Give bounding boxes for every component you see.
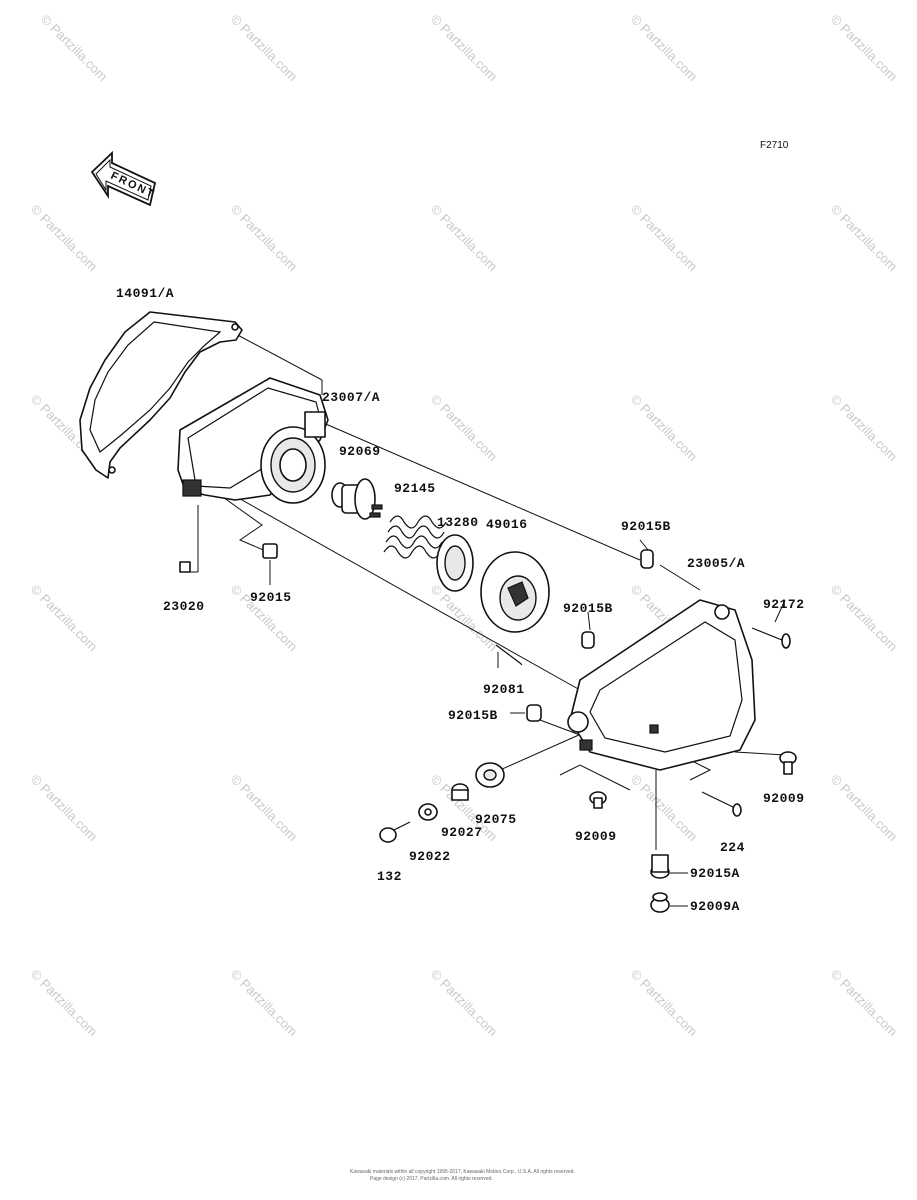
watermark: © Partzilla.com <box>828 582 901 655</box>
part-label: 92172 <box>763 597 805 612</box>
part-label: 224 <box>720 840 745 855</box>
watermark: © Partzilla.com <box>228 967 301 1040</box>
watermark: © Partzilla.com <box>828 772 901 845</box>
part-label: 92145 <box>394 481 436 496</box>
part-label: 92027 <box>441 825 483 840</box>
figure-code: F2710 <box>760 140 789 151</box>
footer-copyright: Kawasaki materials within all copyright … <box>350 1169 575 1175</box>
part-23005-case <box>567 599 756 771</box>
part-label: 92009 <box>763 791 805 806</box>
watermark: © Partzilla.com <box>428 12 501 85</box>
part-label: 92022 <box>409 849 451 864</box>
watermark: © Partzilla.com <box>28 967 101 1040</box>
part-92009-screw-right <box>779 751 797 775</box>
watermark: © Partzilla.com <box>628 392 701 465</box>
part-label: 92009 <box>575 829 617 844</box>
part-label: 92081 <box>483 682 525 697</box>
part-label: 92009A <box>690 899 740 914</box>
part-92015-clip <box>262 543 278 559</box>
footer-design: Page design (c) 2017, Partzilla.com. All… <box>370 1176 493 1182</box>
part-label: 23020 <box>163 599 205 614</box>
watermark: © Partzilla.com <box>28 202 101 275</box>
part-label: 132 <box>377 869 402 884</box>
front-arrow-icon: FRONT <box>90 150 157 207</box>
part-92015B-spacers <box>526 549 654 722</box>
part-92009A-screw <box>650 892 670 913</box>
part-92009-screw-low <box>589 791 607 809</box>
part-label: 23005/A <box>687 556 745 571</box>
part-label: 13280 <box>437 515 479 530</box>
watermark: © Partzilla.com <box>428 202 501 275</box>
watermark: © Partzilla.com <box>628 967 701 1040</box>
watermark: © Partzilla.com <box>428 967 501 1040</box>
part-49016-adjuster <box>480 551 550 633</box>
leader-lines <box>190 331 786 907</box>
part-92069-bulb <box>331 478 383 520</box>
watermark: © Partzilla.com <box>38 12 111 85</box>
watermark: © Partzilla.com <box>28 582 101 655</box>
watermark: © Partzilla.com <box>428 392 501 465</box>
part-label: 92015A <box>690 866 740 881</box>
watermark: © Partzilla.com <box>828 12 901 85</box>
watermark: © Partzilla.com <box>228 772 301 845</box>
part-92015A-collar <box>650 854 670 879</box>
part-92145-spring <box>383 515 447 559</box>
part-label: 23007/A <box>322 390 380 405</box>
part-23007-housing <box>177 377 329 504</box>
part-224-screw <box>701 791 742 817</box>
part-92075-grommet <box>475 762 505 788</box>
part-14091-cover <box>79 311 243 479</box>
part-label: 92075 <box>475 812 517 827</box>
part-label: 92015B <box>448 708 498 723</box>
part-labels: 14091/A 23007/A 92069 92145 13280 49016 … <box>116 286 805 914</box>
part-92172-screw <box>751 627 791 649</box>
watermark: © Partzilla.com <box>828 967 901 1040</box>
watermark: © Partzilla.com <box>228 202 301 275</box>
part-13280-retainer <box>436 534 474 592</box>
watermark: © Partzilla.com <box>28 772 101 845</box>
part-92027-collar <box>451 783 469 801</box>
part-label: 14091/A <box>116 286 174 301</box>
part-label: 92015 <box>250 590 292 605</box>
watermark: © Partzilla.com <box>628 202 701 275</box>
watermark: © Partzilla.com <box>628 12 701 85</box>
watermark: © Partzilla.com <box>228 12 301 85</box>
watermark: © Partzilla.com <box>628 772 701 845</box>
part-92022-washer <box>418 803 438 821</box>
part-label: 92069 <box>339 444 381 459</box>
watermark: © Partzilla.com <box>828 202 901 275</box>
part-label: 49016 <box>486 517 528 532</box>
part-label: 92015B <box>563 601 613 616</box>
watermark: © Partzilla.com <box>828 392 901 465</box>
part-23020-clip <box>179 561 191 573</box>
part-label: 92015B <box>621 519 671 534</box>
part-132-bolt <box>379 821 411 843</box>
part-92081-spring <box>495 644 523 666</box>
